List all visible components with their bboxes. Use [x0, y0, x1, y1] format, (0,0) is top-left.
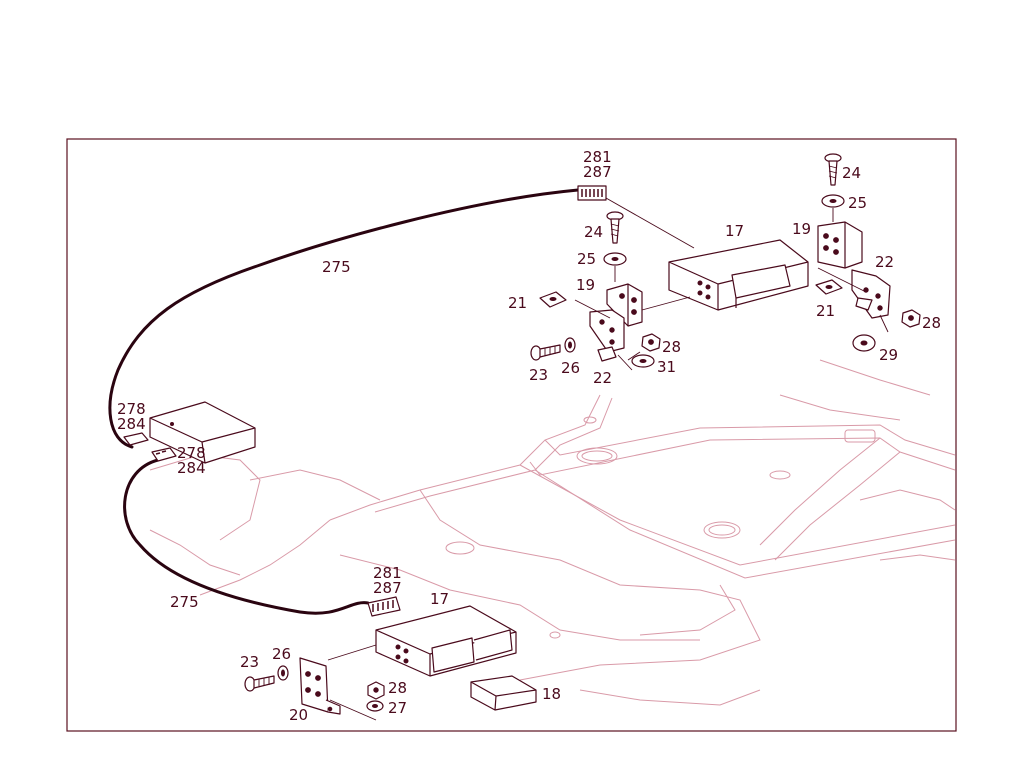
label-28-right: 28	[922, 314, 941, 332]
cable-275-bottom	[123, 458, 370, 615]
label-23-bottom: 23	[240, 653, 259, 671]
bracket-22-right	[851, 269, 891, 319]
washer-26-bottom	[277, 665, 289, 681]
screw-23-bottom	[244, 675, 275, 692]
bracket-20	[299, 657, 341, 715]
control-unit-17-bottom	[375, 605, 517, 677]
connector-278-284-b	[151, 447, 177, 462]
clip-21-right	[815, 279, 843, 295]
label-275-bottom: 275	[170, 593, 199, 611]
label-28-mid: 28	[662, 338, 681, 356]
label-26-top: 26	[561, 359, 580, 377]
label-275-top: 275	[322, 258, 351, 276]
label-26-bottom: 26	[272, 645, 291, 663]
label-22-bottom: 22	[593, 369, 612, 387]
washer-31	[631, 354, 655, 368]
screw-23-top	[530, 344, 561, 361]
bracket-22-left	[589, 309, 625, 362]
label-29: 29	[879, 346, 898, 364]
label-19-left: 19	[576, 276, 595, 294]
label-24-right: 24	[842, 164, 861, 182]
nut-28-mid	[641, 333, 661, 352]
diagram-frame	[66, 138, 957, 732]
screw-24-right	[824, 153, 842, 186]
control-unit-17-top	[668, 239, 809, 311]
label-278-a: 278	[117, 400, 146, 418]
bracket-19-right	[817, 221, 863, 269]
label-287-top: 287	[583, 163, 612, 181]
connector-281-287-bottom	[367, 596, 401, 617]
connector-281-287-top	[577, 185, 607, 201]
nut-28-right	[901, 309, 921, 328]
label-25-left: 25	[577, 250, 596, 268]
label-281-top: 281	[583, 148, 612, 166]
module-18	[470, 675, 537, 711]
label-31: 31	[657, 358, 676, 376]
label-17-top: 17	[725, 222, 744, 240]
label-24-left: 24	[584, 223, 603, 241]
part-labels: 281 287 24 25 19 22 17 24 25 19 21 21 28…	[117, 148, 941, 724]
bracket-19-left	[606, 283, 643, 327]
label-284-b: 284	[177, 459, 206, 477]
washer-26-top	[564, 337, 576, 353]
label-278-b: 278	[177, 444, 206, 462]
label-20: 20	[289, 706, 308, 724]
label-21-left: 21	[508, 294, 527, 312]
connector-278-284-a	[123, 432, 149, 446]
washer-29	[852, 334, 876, 352]
control-unit-278-284	[149, 401, 256, 464]
ghost-floor-outline	[149, 359, 956, 706]
washer-27	[366, 700, 384, 712]
label-21-right: 21	[816, 302, 835, 320]
nut-28-bottom	[367, 681, 385, 700]
cable-275-top	[108, 188, 580, 449]
label-25-right: 25	[848, 194, 867, 212]
label-284-a: 284	[117, 415, 146, 433]
clip-21-left	[539, 291, 567, 308]
label-19-right: 19	[792, 220, 811, 238]
label-281-bottom: 281	[373, 564, 402, 582]
screw-24-left	[606, 211, 624, 244]
label-23-top: 23	[529, 366, 548, 384]
label-28-bottom: 28	[388, 679, 407, 697]
label-22-right: 22	[875, 253, 894, 271]
label-17-bottom: 17	[430, 590, 449, 608]
label-18: 18	[542, 685, 561, 703]
label-287-bottom: 287	[373, 579, 402, 597]
label-27: 27	[388, 699, 407, 717]
washer-25-right	[821, 194, 845, 208]
washer-25-left	[603, 252, 627, 266]
